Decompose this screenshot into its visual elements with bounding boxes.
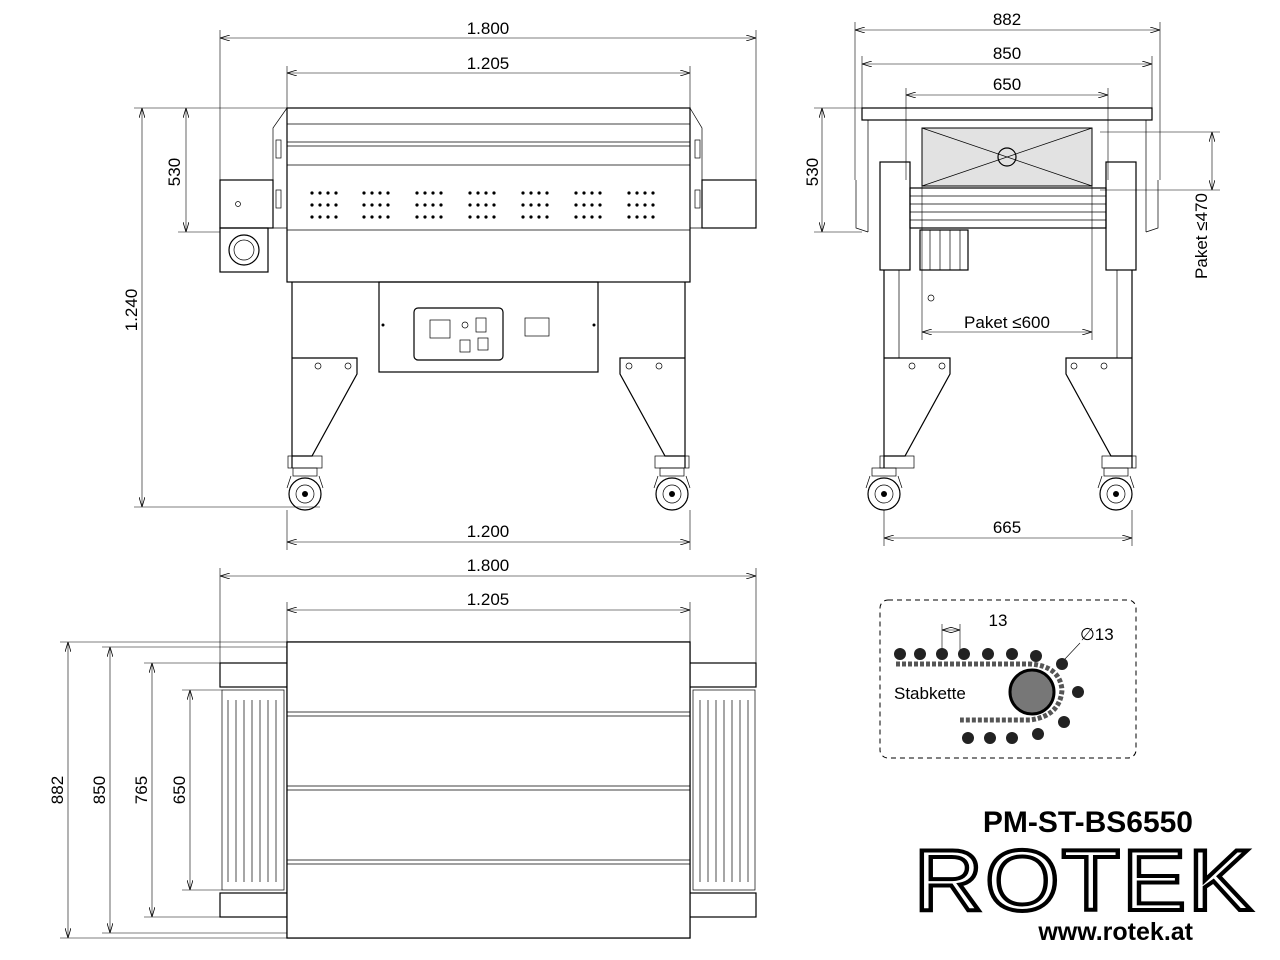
dim-front-upper-height: 530 bbox=[165, 158, 184, 186]
side-view: 882 850 650 530 Paket ≤470 bbox=[803, 10, 1220, 546]
dim-front-body-width: 1.205 bbox=[467, 54, 510, 73]
dim-front-leg-span: 1.200 bbox=[467, 522, 510, 541]
dim-top-depth-650: 650 bbox=[170, 776, 189, 804]
dim-side-inner-width: 850 bbox=[993, 44, 1021, 63]
detail-diameter: ∅13 bbox=[1080, 625, 1114, 644]
company-website: www.rotek.at bbox=[1037, 918, 1193, 946]
front-view: 1.800 1.205 1.240 530 bbox=[122, 19, 757, 550]
dim-side-package-width: Paket ≤600 bbox=[964, 313, 1050, 332]
bar-chain-detail: 13 ∅13 Stabkette bbox=[879, 599, 1137, 759]
dim-top-depth-882: 882 bbox=[48, 776, 67, 804]
dim-front-total-width: 1.800 bbox=[467, 19, 510, 38]
dim-top-depth-765: 765 bbox=[132, 776, 151, 804]
dim-side-upper-height: 530 bbox=[803, 158, 822, 186]
dim-side-tunnel-width: 650 bbox=[993, 75, 1021, 94]
top-view: 1.800 1.205 882 850 765 650 bbox=[48, 556, 757, 939]
dim-front-height: 1.240 bbox=[122, 289, 141, 332]
model-number: PM-ST-BS6550 bbox=[983, 806, 1193, 839]
dim-side-package-height: Paket ≤470 bbox=[1192, 193, 1211, 279]
detail-label: Stabkette bbox=[894, 684, 966, 703]
dim-top-total-width: 1.800 bbox=[467, 556, 510, 575]
dim-side-total-width: 882 bbox=[993, 10, 1021, 29]
detail-pitch: 13 bbox=[989, 611, 1008, 630]
dim-side-leg-span: 665 bbox=[993, 518, 1021, 537]
dim-top-depth-850: 850 bbox=[90, 776, 109, 804]
branding: PM-ST-BS6550 ROTEK www.rotek.at bbox=[912, 806, 1254, 946]
company-logo: ROTEK bbox=[914, 833, 1254, 929]
dim-top-body-width: 1.205 bbox=[467, 590, 510, 609]
